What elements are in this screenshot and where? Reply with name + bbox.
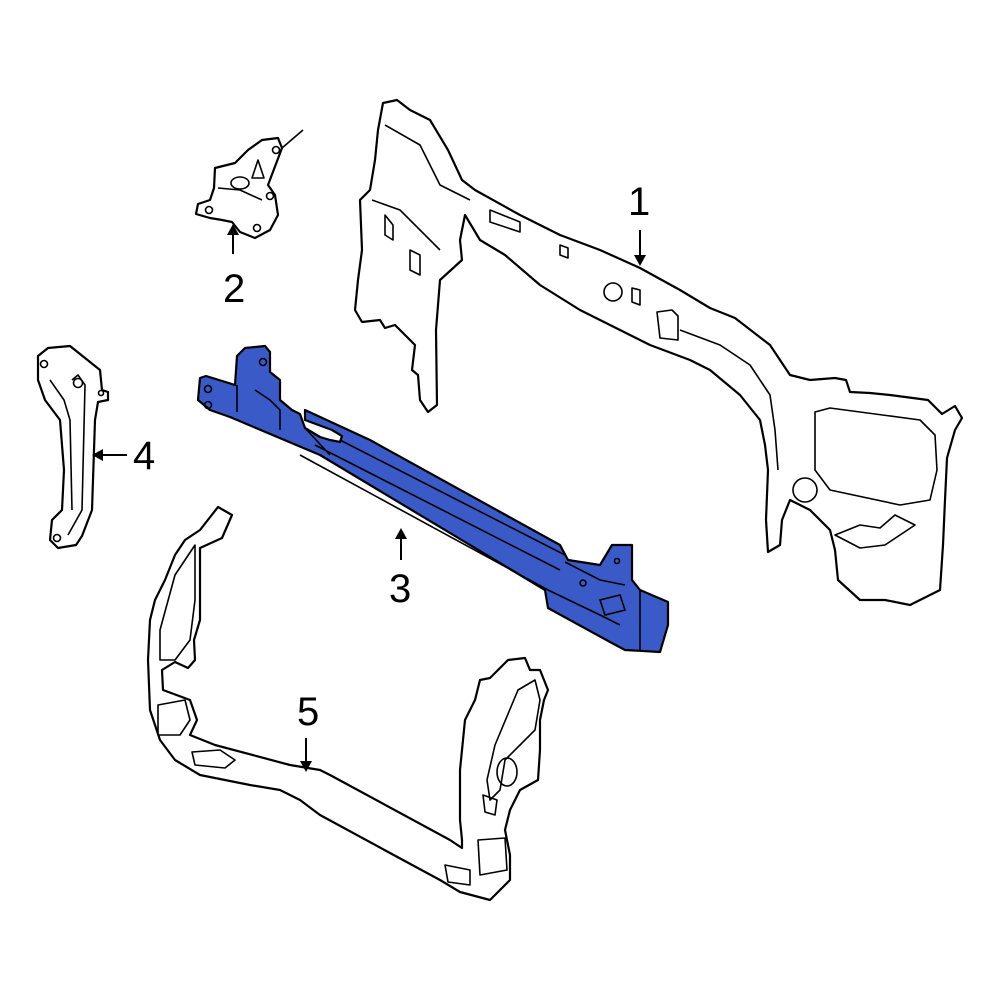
part-2-bracket[interactable] — [194, 129, 304, 240]
part-3-lower-support-highlighted[interactable] — [196, 344, 670, 654]
part-4-side-bracket[interactable] — [36, 344, 110, 550]
callout-arrow-4 — [92, 449, 127, 461]
callout-arrow-5 — [300, 738, 312, 772]
part-5-lower-frame[interactable] — [146, 505, 550, 902]
part-1-upper-support[interactable] — [353, 98, 964, 607]
callout-arrow-2 — [227, 224, 239, 254]
callout-label-4: 4 — [133, 434, 156, 478]
callout-arrow-3 — [395, 528, 407, 560]
callout-label-2: 2 — [223, 267, 246, 311]
callout-arrow-1 — [634, 230, 646, 266]
callout-label-5: 5 — [297, 690, 320, 734]
callout-label-3: 3 — [389, 567, 412, 611]
callout-label-1: 1 — [628, 180, 651, 224]
